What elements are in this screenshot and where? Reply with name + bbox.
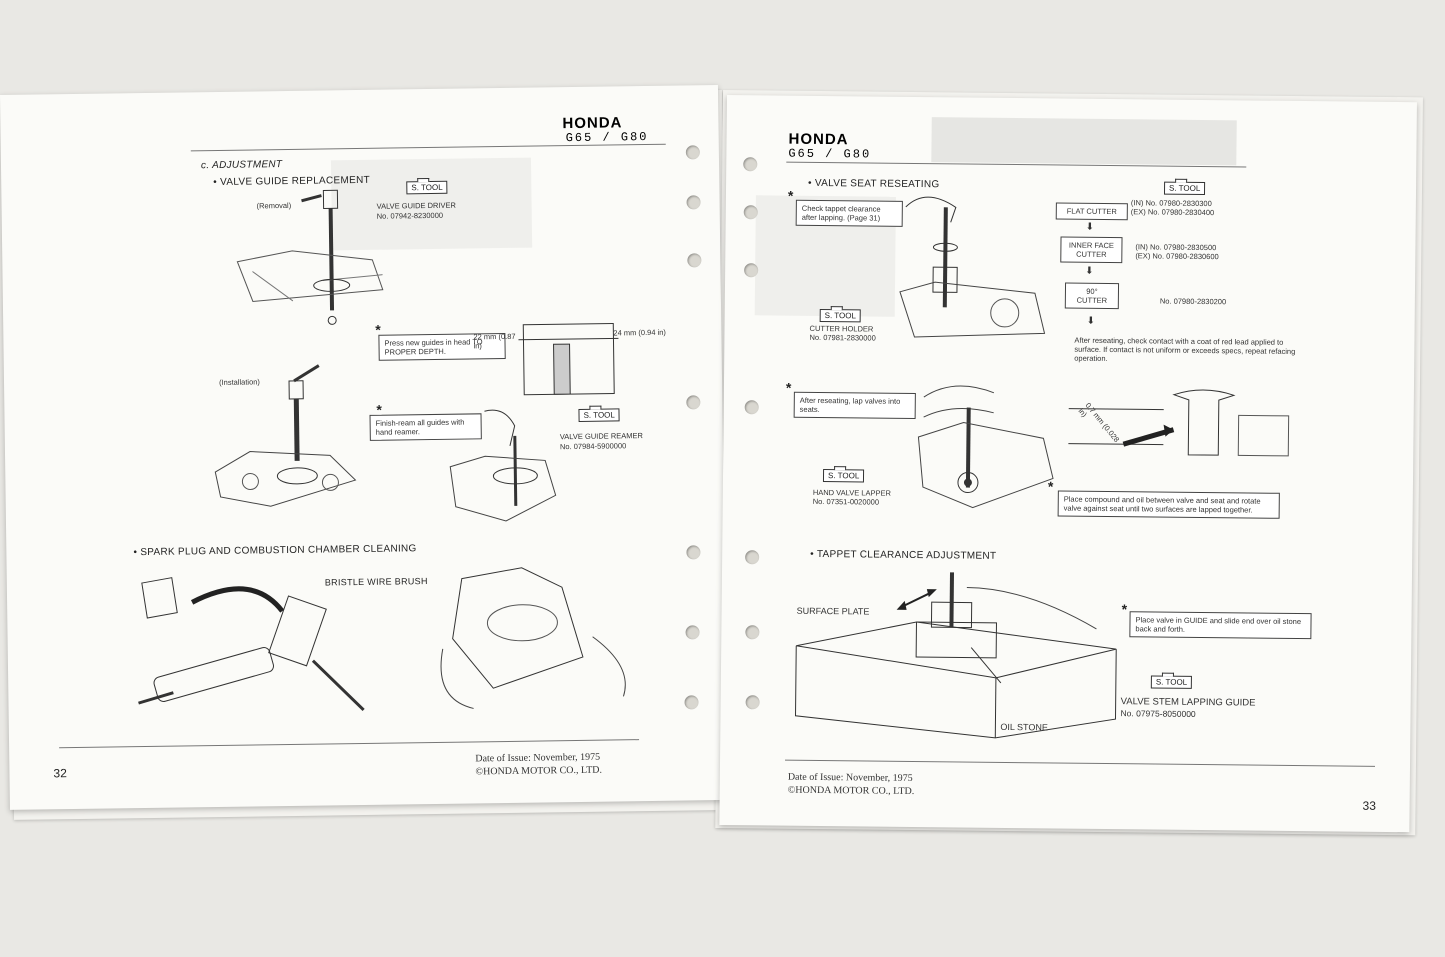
valve-guide-removal-drawing — [236, 189, 384, 325]
footer-rule — [59, 739, 640, 749]
reseat-check-note: After reseating, check contact with a co… — [1074, 335, 1296, 363]
check-tappet-note: Check tappet clearance after lapping. (P… — [795, 199, 903, 227]
flat-ex-number: (EX) No. 07980-2830400 — [1130, 207, 1215, 218]
note-asterisk: * — [785, 379, 792, 396]
section-heading: c. ADJUSTMENT — [200, 159, 283, 172]
stool-badge: S. TOOL — [822, 469, 865, 483]
reamer-drawing — [449, 409, 557, 522]
reamer-name: VALVE GUIDE REAMER — [559, 431, 643, 442]
tappet-heading: • TAPPET CLEARANCE ADJUSTMENT — [810, 548, 997, 562]
dimension-24: 24 mm (0.94 in) — [613, 327, 666, 338]
inner-cutter-box: INNER FACE CUTTER — [1060, 236, 1123, 264]
binder-hole — [686, 545, 701, 560]
flat-cutter-box: FLAT CUTTER — [1055, 202, 1128, 221]
issue-date: Date of Issue: November, 1975 — [787, 771, 913, 784]
binder-hole — [744, 400, 759, 415]
note-asterisk: * — [1121, 601, 1128, 618]
binder-hole — [685, 625, 700, 640]
note-asterisk: * — [1047, 478, 1054, 495]
spark-plug-heading: • SPARK PLUG AND COMBUSTION CHAMBER CLEA… — [133, 543, 417, 559]
guide-name: VALVE STEM LAPPING GUIDE — [1120, 696, 1256, 709]
cutter-90-box: 90° CUTTER — [1064, 282, 1120, 310]
copyright: ©HONDA MOTOR CO., LTD. — [787, 784, 915, 797]
binder-hole — [745, 625, 760, 640]
hand-lapper-drawing — [917, 385, 1054, 509]
binder-hole — [684, 695, 699, 710]
arrow-down: ⬇ — [1085, 221, 1095, 233]
valve-guide-installation-drawing — [214, 364, 357, 507]
oil-stone-label: OIL STONE — [1000, 721, 1048, 733]
footer-rule — [785, 759, 1376, 767]
binder-hole — [687, 253, 702, 268]
bleed-through — [931, 117, 1237, 166]
lap-valves-note: After reseating, lap valves into seats. — [793, 391, 916, 419]
lapper-number: No. 07351-0020000 — [812, 496, 880, 507]
stool-badge: S. TOOL — [1163, 181, 1206, 196]
stool-badge: S. TOOL — [819, 308, 862, 323]
binder-hole — [743, 157, 758, 172]
binder-hole — [685, 145, 700, 160]
binder-hole — [686, 195, 701, 210]
arrow-down: ⬇ — [1085, 265, 1094, 277]
brand-logo: HONDA — [788, 130, 849, 149]
binder-hole — [744, 263, 759, 278]
lapping-guide-note: Place valve in GUIDE and slide end over … — [1129, 611, 1312, 640]
left-page: HONDA G65 / G80 c. ADJUSTMENT • VALVE GU… — [0, 84, 728, 810]
oil-stone-drawing — [794, 572, 1117, 739]
stool-badge: S. TOOL — [578, 408, 620, 422]
stool-badge: S. TOOL — [406, 180, 448, 195]
valve-guide-heading: • VALVE GUIDE REPLACEMENT — [213, 174, 371, 189]
binder-hole — [743, 205, 758, 220]
reamer-number: No. 07984-5900000 — [559, 441, 627, 452]
page-number: 33 — [1362, 798, 1377, 813]
stool-badge: S. TOOL — [1150, 675, 1193, 689]
issue-date: Date of Issue: November, 1975 — [475, 751, 601, 765]
spark-plug-cleaning-drawing — [138, 567, 626, 712]
binder-hole — [686, 395, 701, 410]
cutter-holder-drawing — [899, 196, 1046, 338]
guide-number: No. 07975-8050000 — [1120, 708, 1196, 719]
header-rule — [190, 143, 666, 152]
guide-depth-diagram — [518, 322, 619, 396]
inner-ex-number: (EX) No. 07980-2830600 — [1135, 251, 1219, 262]
arrow-down: ⬇ — [1086, 315, 1096, 327]
model-label: G65 / G80 — [565, 129, 649, 146]
dimension-22: 22 mm (0.87 in) — [473, 331, 516, 351]
cutter-90-number: No. 07980-2830200 — [1159, 296, 1227, 307]
page-number: 32 — [53, 766, 67, 781]
model-label: G65 / G80 — [788, 146, 872, 162]
copyright: ©HONDA MOTOR CO., LTD. — [475, 764, 603, 778]
binder-hole — [745, 550, 760, 565]
note-asterisk: * — [787, 187, 794, 204]
compound-note: Place compound and oil between valve and… — [1057, 490, 1280, 519]
right-page: HONDA G65 / G80 • VALVE SEAT RESEATING *… — [719, 95, 1417, 833]
valve-seat-angle-drawing — [1068, 389, 1290, 457]
holder-number: No. 07981-2830000 — [809, 332, 876, 343]
binder-hole — [745, 695, 760, 710]
